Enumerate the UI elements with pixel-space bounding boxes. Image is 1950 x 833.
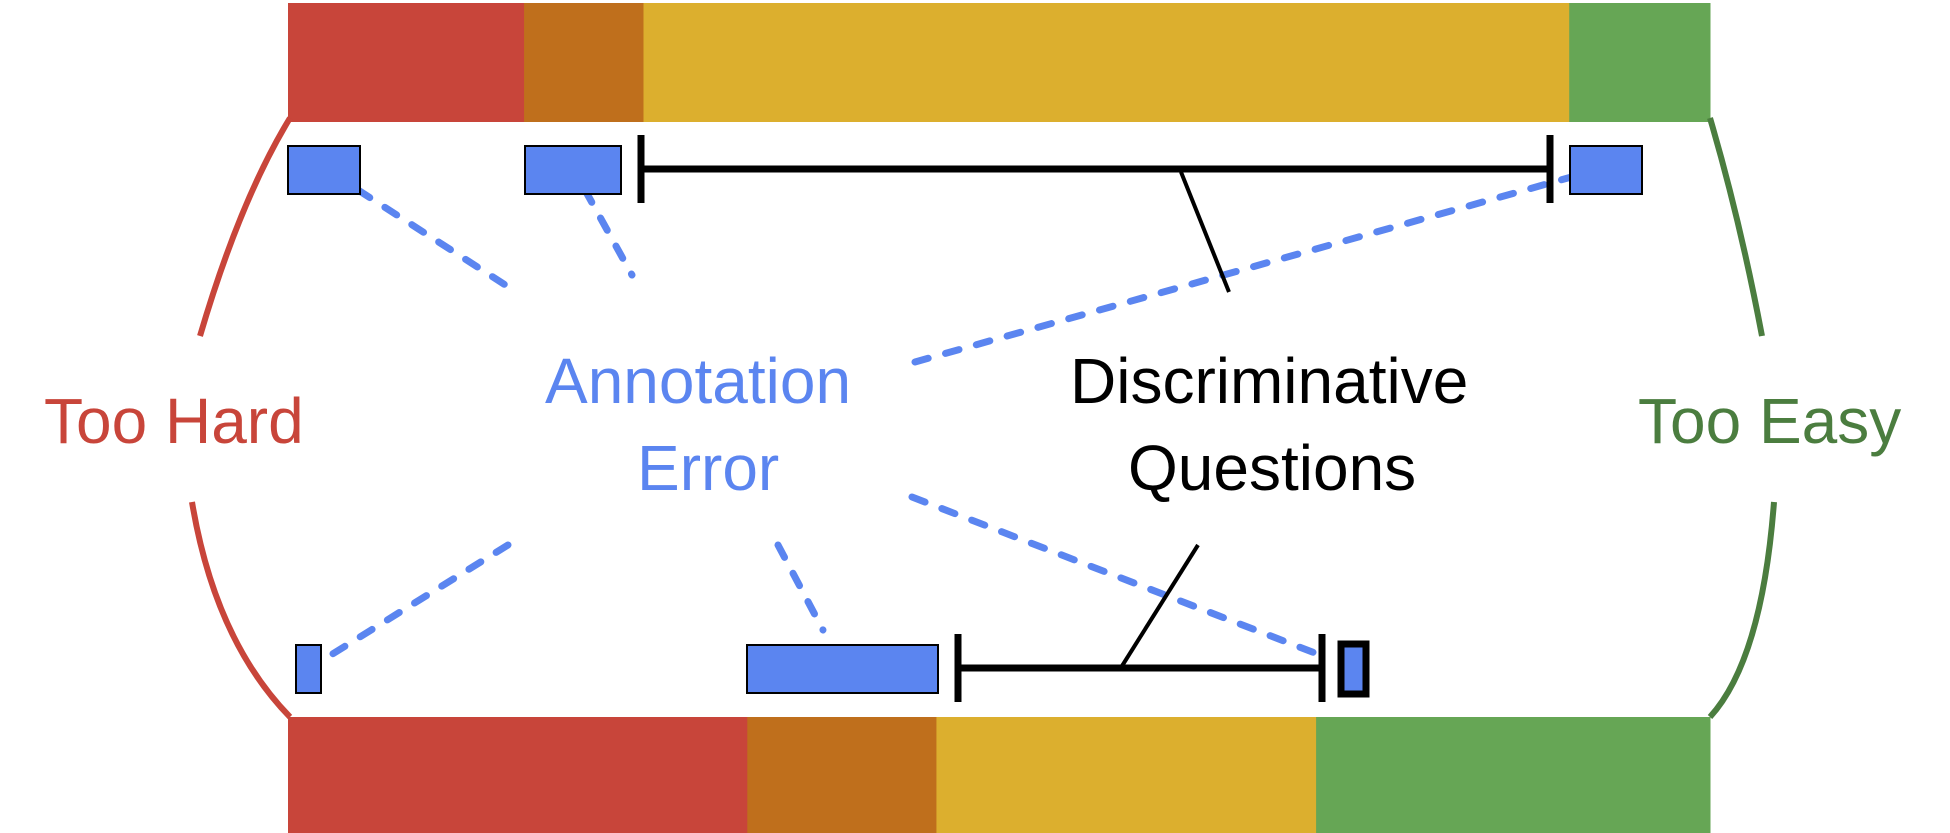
top-difficulty-bar [288,3,1711,122]
too-hard-label: Too Hard [44,385,304,457]
annotation-box-bottom-1 [295,644,322,694]
annotation-connector-top-left [354,186,514,292]
bottom-bar-segment-medium [936,717,1317,833]
annotation-connector-bottom-middle [774,541,827,634]
left-top-bracket [197,116,293,337]
top-bar-segment-easy [1569,3,1711,122]
discriminative-questions-label-line-2: Questions [1128,432,1417,504]
annotation-error-label-line-1: Annotation [545,345,852,417]
bottom-bar-segment-too-hard [288,717,748,833]
bottom-bar-segment-easy [1316,717,1711,833]
annotation-connector-top-right [911,172,1579,366]
annotation-connector-top-second [581,186,636,279]
annotation-connector-bottom-right [908,493,1324,659]
top-bar-segment-medium [643,3,1570,122]
annotation-box-bottom-3 [1337,640,1370,698]
left-bottom-bracket [189,501,293,720]
annotation-box-top-1 [287,145,361,195]
annotation-box-top-3 [1569,145,1643,195]
bottom-difficulty-bar [288,717,1711,833]
annotation-box-top-2 [524,145,622,195]
annotation-error-label-line-2: Error [637,432,780,504]
too-easy-label: Too Easy [1638,385,1902,457]
right-top-bracket [1707,117,1765,337]
top-bar-segment-too-hard [288,3,525,122]
discriminative-questions-label-line-1: Discriminative [1070,345,1469,417]
discriminative-pointer-top [1179,171,1231,293]
bottom-bar-segment-hard [747,717,937,833]
annotation-connector-bottom-left [314,541,512,667]
discriminative-pointer-bottom [1120,543,1200,668]
top-bar-segment-hard [524,3,644,122]
annotation-box-bottom-2 [746,644,939,694]
right-bottom-bracket [1707,501,1777,720]
